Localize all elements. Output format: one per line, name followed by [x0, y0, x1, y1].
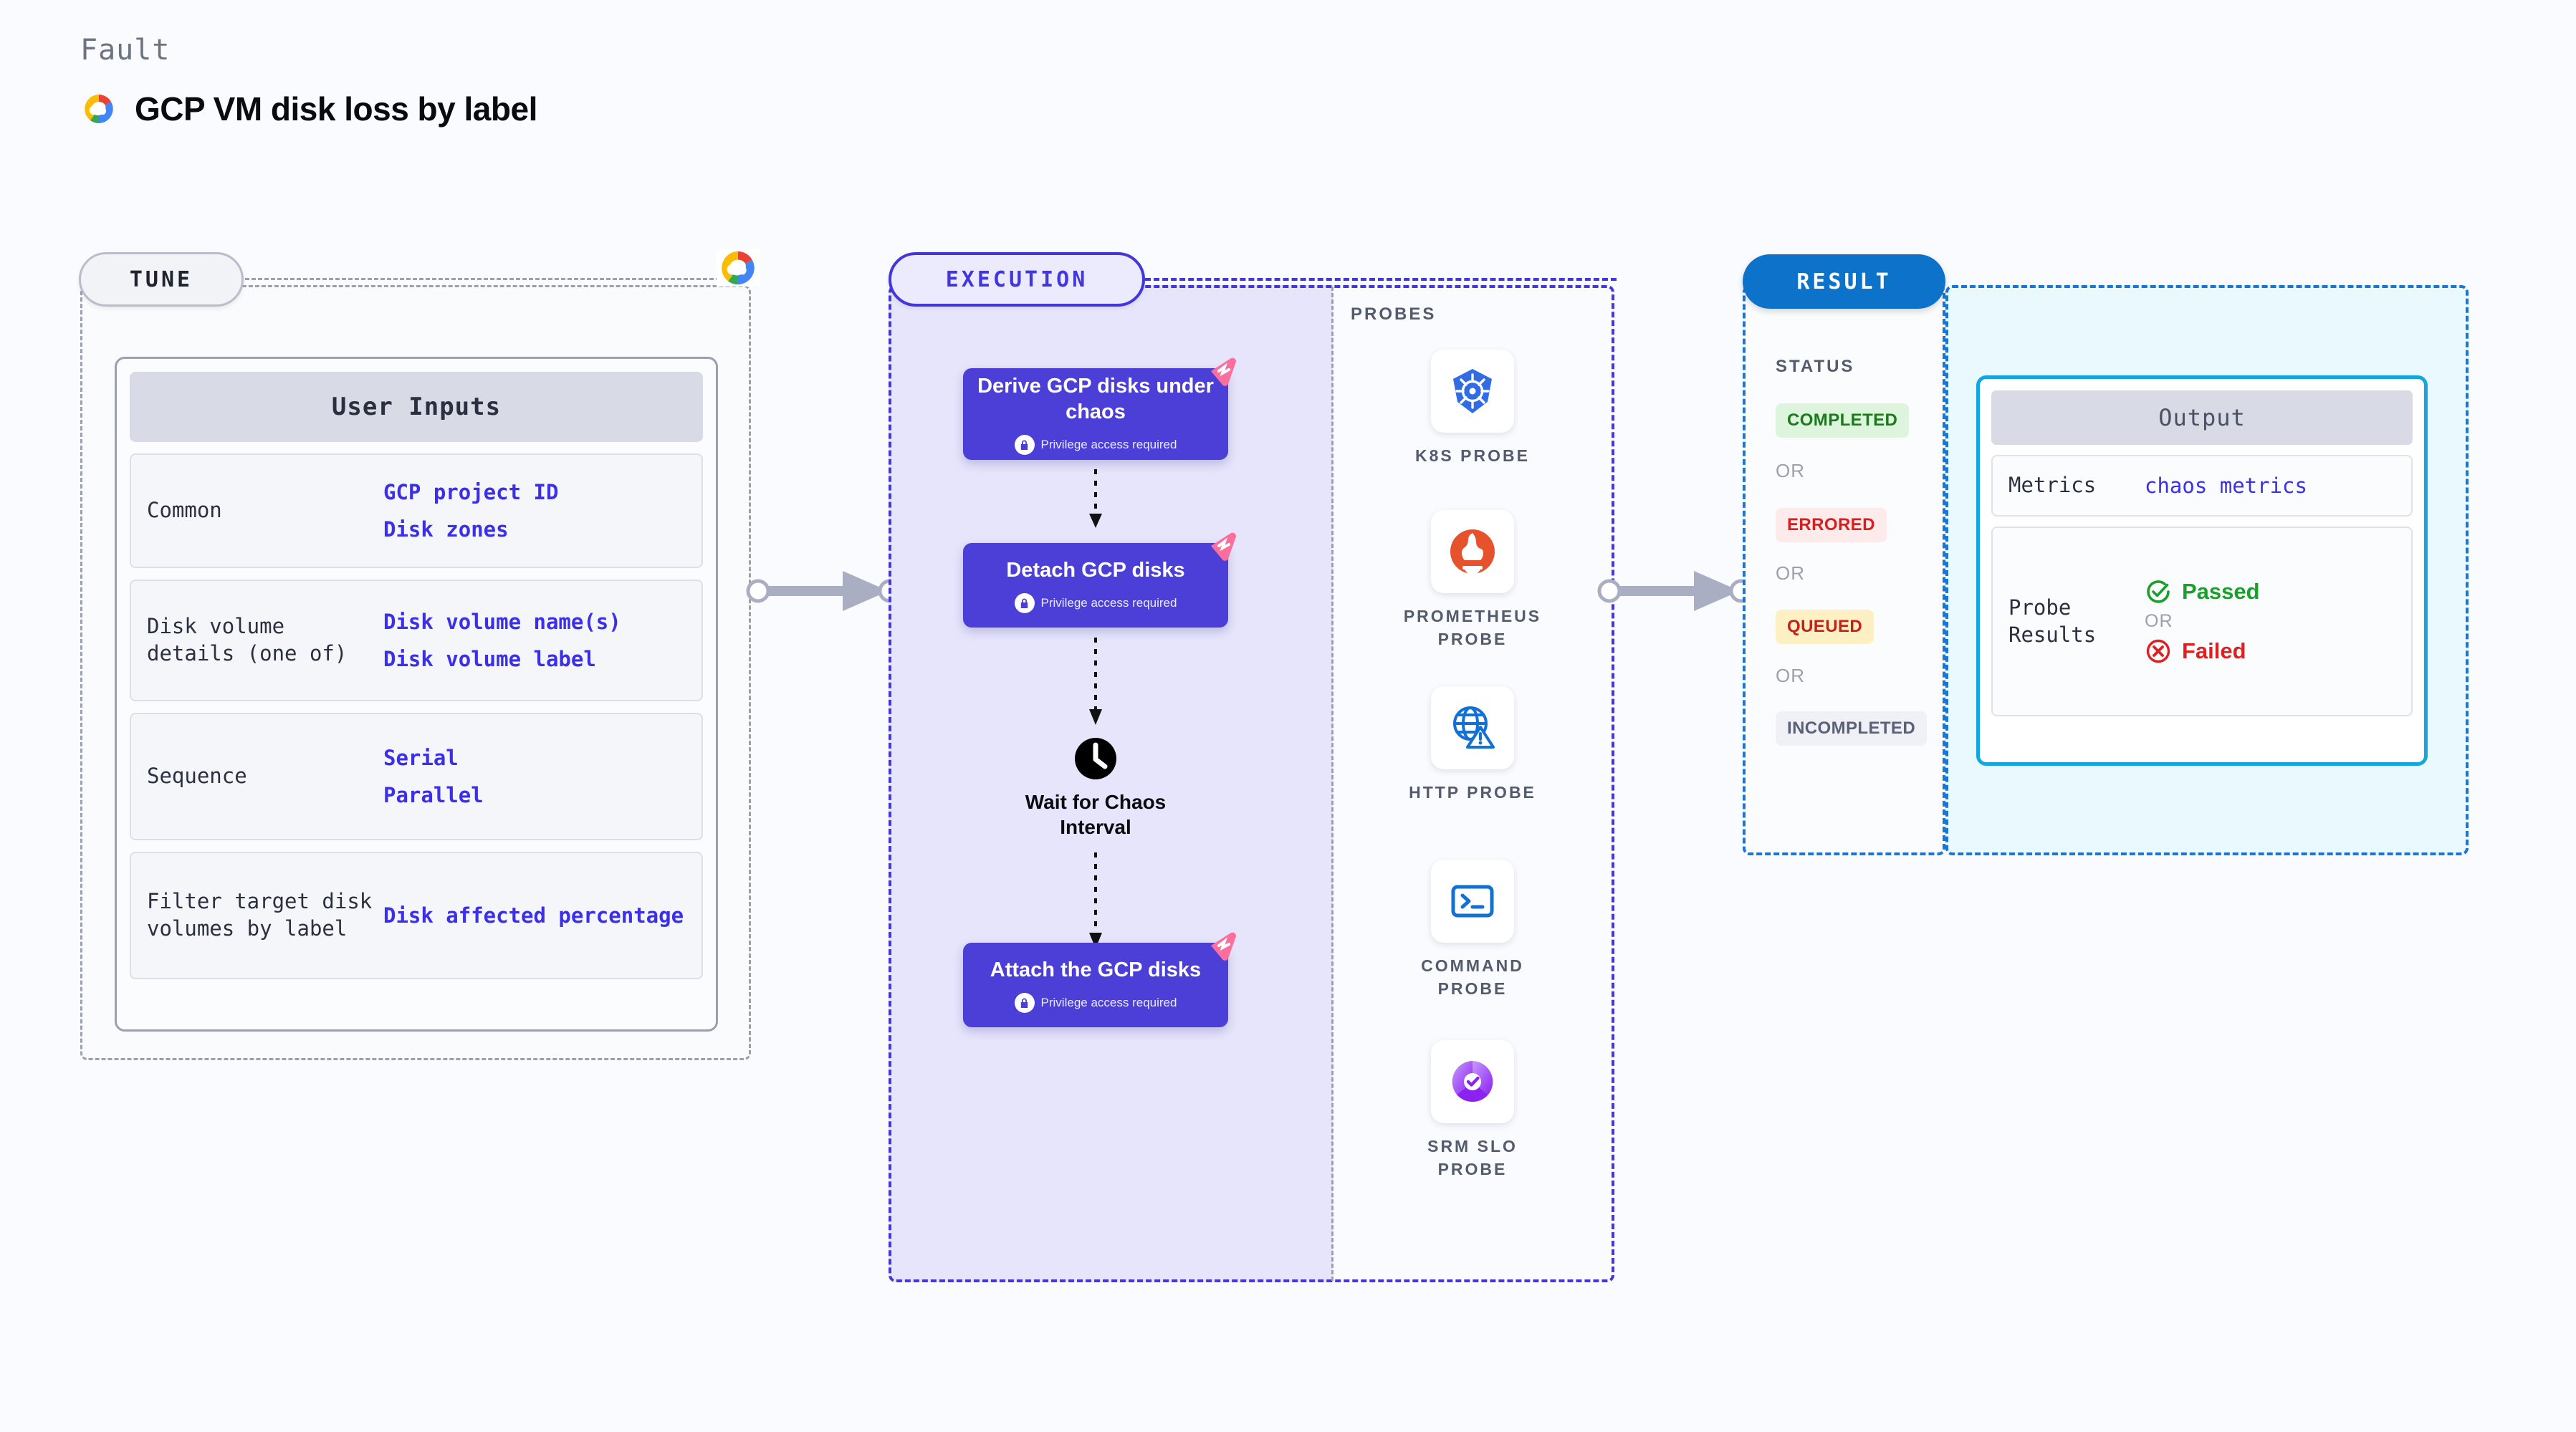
execution-step-detach-disks[interactable]: Detach GCP disks Privilege access requir…	[963, 532, 1237, 628]
step-title: Derive GCP disks under chaos	[977, 374, 1214, 423]
probe-command[interactable]: COMMAND PROBE	[1401, 860, 1544, 1000]
probe-srm-slo[interactable]: SRM SLO PROBE	[1401, 1040, 1544, 1181]
probe-label: SRM SLO PROBE	[1427, 1137, 1518, 1179]
output-row-probe-results: Probe Results Passed OR Failed	[1991, 527, 2413, 716]
status-badge-errored: ERRORED	[1776, 508, 1887, 542]
probe-prometheus[interactable]: PROMETHEUS PROBE	[1401, 510, 1544, 650]
http-globe-icon	[1431, 686, 1514, 769]
lock-icon	[1014, 993, 1035, 1014]
output-row-metrics: Metrics chaos metrics	[1991, 455, 2413, 516]
probe-label: K8S PROBE	[1415, 446, 1530, 465]
probe-http[interactable]: HTTP PROBE	[1401, 686, 1544, 804]
privilege-note: Privilege access required	[1014, 435, 1177, 456]
probe-k8s[interactable]: K8S PROBE	[1401, 350, 1544, 467]
flow-arrow-2	[1089, 638, 1102, 725]
step-title: Attach the GCP disks	[990, 958, 1202, 981]
output-row-label: Probe Results	[2008, 595, 2097, 647]
terminal-icon	[1431, 860, 1514, 943]
execution-step-attach-disks[interactable]: Attach the GCP disks Privilege access re…	[963, 932, 1237, 1027]
tune-row-common: Common GCP project ID Disk zones	[130, 453, 703, 568]
privilege-note: Privilege access required	[1014, 993, 1177, 1014]
status-title: STATUS	[1776, 357, 1855, 376]
tune-chip[interactable]: TUNE	[79, 252, 244, 307]
probe-result-or: OR	[2145, 611, 2173, 631]
status-badge-incompleted: INCOMPLETED	[1776, 711, 1928, 746]
privilege-label: Privilege access required	[1040, 996, 1177, 1010]
tune-row-label: Common	[147, 498, 222, 523]
tune-value[interactable]: GCP project ID	[383, 479, 559, 504]
execution-dashed-connector	[1145, 278, 1617, 281]
probe-failed-label: Failed	[2182, 638, 2246, 663]
page-title: GCP VM disk loss by label	[135, 90, 537, 128]
execution-chip[interactable]: EXECUTION	[889, 252, 1145, 307]
privilege-note: Privilege access required	[1014, 593, 1177, 614]
tune-row-sequence: Sequence Serial Parallel	[130, 713, 703, 840]
flow-arrow-1	[1089, 469, 1102, 528]
status-or-1: OR	[1776, 460, 1805, 481]
status-or-2: OR	[1776, 562, 1805, 584]
output-row-label: Metrics	[2008, 473, 2097, 498]
page-header: GCP VM disk loss by label	[80, 90, 537, 128]
status-badge-queued: QUEUED	[1776, 610, 1874, 644]
tune-value[interactable]: Parallel	[383, 783, 484, 807]
output-card: Output Metrics chaos metrics Probe Resul…	[1976, 375, 2428, 766]
output-metrics-value[interactable]: chaos metrics	[2145, 474, 2307, 498]
execution-panel	[889, 285, 1614, 1282]
privilege-label: Privilege access required	[1040, 596, 1177, 610]
google-cloud-logo-icon	[85, 95, 113, 123]
status-badge-completed: COMPLETED	[1776, 403, 1910, 438]
output-title: Output	[1991, 390, 2413, 445]
probe-label: COMMAND PROBE	[1421, 956, 1524, 999]
tune-value[interactable]: Disk volume name(s)	[383, 609, 621, 634]
tune-value[interactable]: Disk zones	[383, 517, 509, 542]
flow-arrow-3	[1089, 852, 1102, 948]
chaos-ribbon-icon	[1211, 532, 1237, 561]
probe-passed-label: Passed	[2182, 579, 2260, 604]
tune-row-label: Filter target disk volumes by label	[147, 889, 373, 941]
wait-for-chaos-node: Wait for Chaos Interval	[1020, 736, 1171, 840]
result-status-panel	[1743, 285, 1945, 855]
tune-row-disk-volume-details: Disk volume details (one of) Disk volume…	[130, 580, 703, 701]
x-circle-icon	[2146, 639, 2170, 663]
probe-result-passed: Passed	[2145, 578, 2260, 605]
chaos-ribbon-icon	[1211, 932, 1237, 961]
prometheus-icon	[1431, 510, 1514, 593]
srm-slo-icon	[1431, 1040, 1514, 1123]
connector-tune-to-execution	[746, 571, 902, 611]
privilege-label: Privilege access required	[1040, 438, 1177, 452]
tune-value[interactable]: Serial	[383, 745, 459, 770]
tune-row-label: Sequence	[147, 764, 247, 789]
tune-dashed-connector	[245, 278, 739, 280]
check-circle-icon	[2147, 580, 2170, 603]
probes-title: PROBES	[1351, 304, 1437, 324]
user-inputs-title: User Inputs	[130, 372, 703, 442]
step-title: Detach GCP disks	[1006, 558, 1185, 582]
status-or-3: OR	[1776, 665, 1805, 686]
kubernetes-icon	[1431, 350, 1514, 433]
page-kicker: Fault	[80, 34, 171, 67]
clock-icon	[1075, 738, 1116, 779]
lock-icon	[1014, 593, 1035, 614]
tune-value[interactable]: Disk volume label	[383, 647, 596, 671]
result-chip[interactable]: RESULT	[1743, 254, 1945, 309]
probe-result-failed: Failed	[2145, 638, 2260, 665]
probe-label: HTTP PROBE	[1409, 783, 1536, 802]
user-inputs-card: User Inputs Common GCP project ID Disk z…	[115, 357, 718, 1032]
probe-label: PROMETHEUS PROBE	[1403, 607, 1542, 649]
wait-label: Wait for Chaos Interval	[1025, 791, 1167, 838]
tune-row-label: Disk volume details (one of)	[147, 614, 348, 665]
probes-divider	[1331, 287, 1334, 1281]
execution-step-derive-disks[interactable]: Derive GCP disks under chaos Privilege a…	[963, 357, 1237, 460]
tune-value[interactable]: Disk affected percentage	[383, 903, 684, 928]
tune-provider-logo-icon	[717, 249, 760, 287]
lock-icon	[1014, 435, 1035, 456]
connector-execution-to-result	[1597, 571, 1753, 611]
tune-row-filter: Filter target disk volumes by label Disk…	[130, 852, 703, 979]
chaos-ribbon-icon	[1211, 357, 1237, 386]
